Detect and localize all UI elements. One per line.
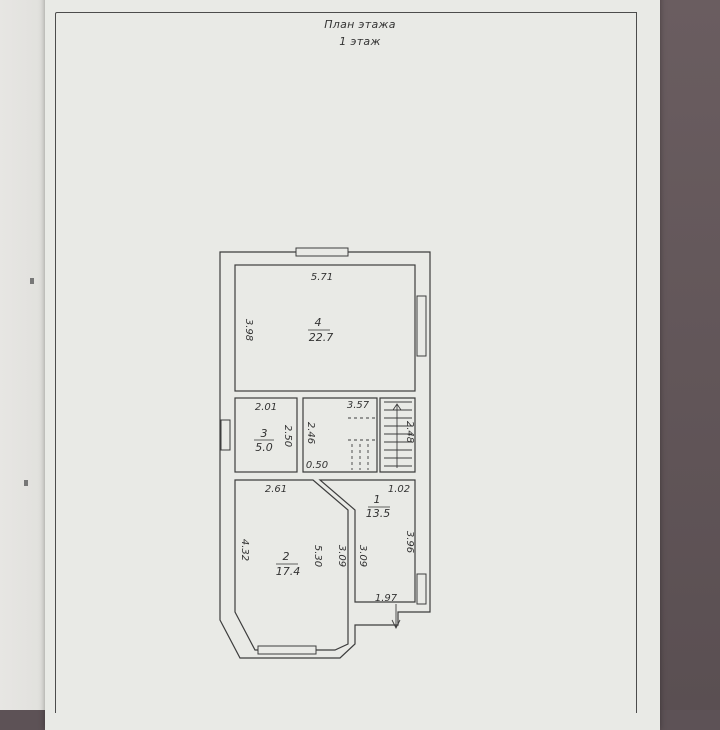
window-right-room1 bbox=[416, 573, 427, 605]
binder-hole-bottom bbox=[24, 480, 28, 486]
room-1-number: 1 bbox=[374, 493, 381, 506]
dim-room1-diag: 3.09 bbox=[357, 545, 368, 567]
dim-room2-left: 4.32 bbox=[239, 539, 250, 561]
room-3-outline bbox=[234, 397, 298, 473]
outer-wall bbox=[219, 251, 431, 659]
stair-dashed bbox=[348, 417, 378, 470]
dim-room2-width: 2.61 bbox=[265, 484, 287, 495]
hallway-outline bbox=[302, 397, 378, 473]
room-2-outline bbox=[234, 479, 349, 651]
dim-room3-height: 2.50 bbox=[282, 425, 293, 447]
title-line-1: План этажа bbox=[324, 18, 396, 31]
dim-room4-height: 3.98 bbox=[243, 319, 254, 341]
document-page bbox=[45, 0, 660, 730]
room-4-area: 22.7 bbox=[309, 331, 334, 344]
window-top bbox=[295, 247, 349, 257]
window-bottom-room2 bbox=[257, 645, 317, 655]
room-1-outline bbox=[318, 479, 416, 603]
dim-room1-bottom: 1.97 bbox=[375, 593, 398, 604]
stair-treads bbox=[384, 401, 412, 467]
dim-hall-bottom: 0.50 bbox=[306, 460, 328, 471]
dim-stair-width: 3.57 bbox=[347, 400, 370, 411]
drawing-frame bbox=[55, 12, 637, 713]
dim-room1-height: 3.96 bbox=[404, 531, 415, 553]
room-2-area: 17.4 bbox=[276, 565, 301, 578]
binder-hole-top bbox=[30, 278, 34, 284]
dim-room2-right: 5.30 bbox=[312, 545, 323, 567]
stairs-outline bbox=[379, 397, 416, 473]
room-1-area: 13.5 bbox=[366, 507, 391, 520]
window-left-room3 bbox=[220, 419, 231, 451]
document-title: План этажа 1 этаж bbox=[0, 16, 720, 50]
dim-room3-width: 2.01 bbox=[255, 402, 277, 413]
stair-arrow bbox=[392, 403, 402, 468]
dim-hall-height: 2.46 bbox=[305, 422, 316, 444]
room-3-number: 3 bbox=[261, 427, 268, 440]
floor-plan: 4 22.7 3 5.0 2 17.4 1 13.5 5.71 3.98 2.0… bbox=[219, 247, 431, 659]
room-4-number: 4 bbox=[315, 316, 322, 329]
dim-room2-diag: 3.09 bbox=[336, 545, 347, 567]
dim-room1-width: 1.02 bbox=[388, 484, 410, 495]
room-4-outline bbox=[234, 264, 416, 392]
dim-room4-width: 5.71 bbox=[311, 272, 333, 283]
room-3-area: 5.0 bbox=[255, 441, 273, 454]
room-2-number: 2 bbox=[283, 550, 290, 563]
dim-stair-height: 2.48 bbox=[404, 421, 415, 443]
window-right-room4 bbox=[416, 295, 427, 357]
title-line-2: 1 этаж bbox=[339, 35, 381, 48]
entry-arrow bbox=[391, 604, 401, 630]
